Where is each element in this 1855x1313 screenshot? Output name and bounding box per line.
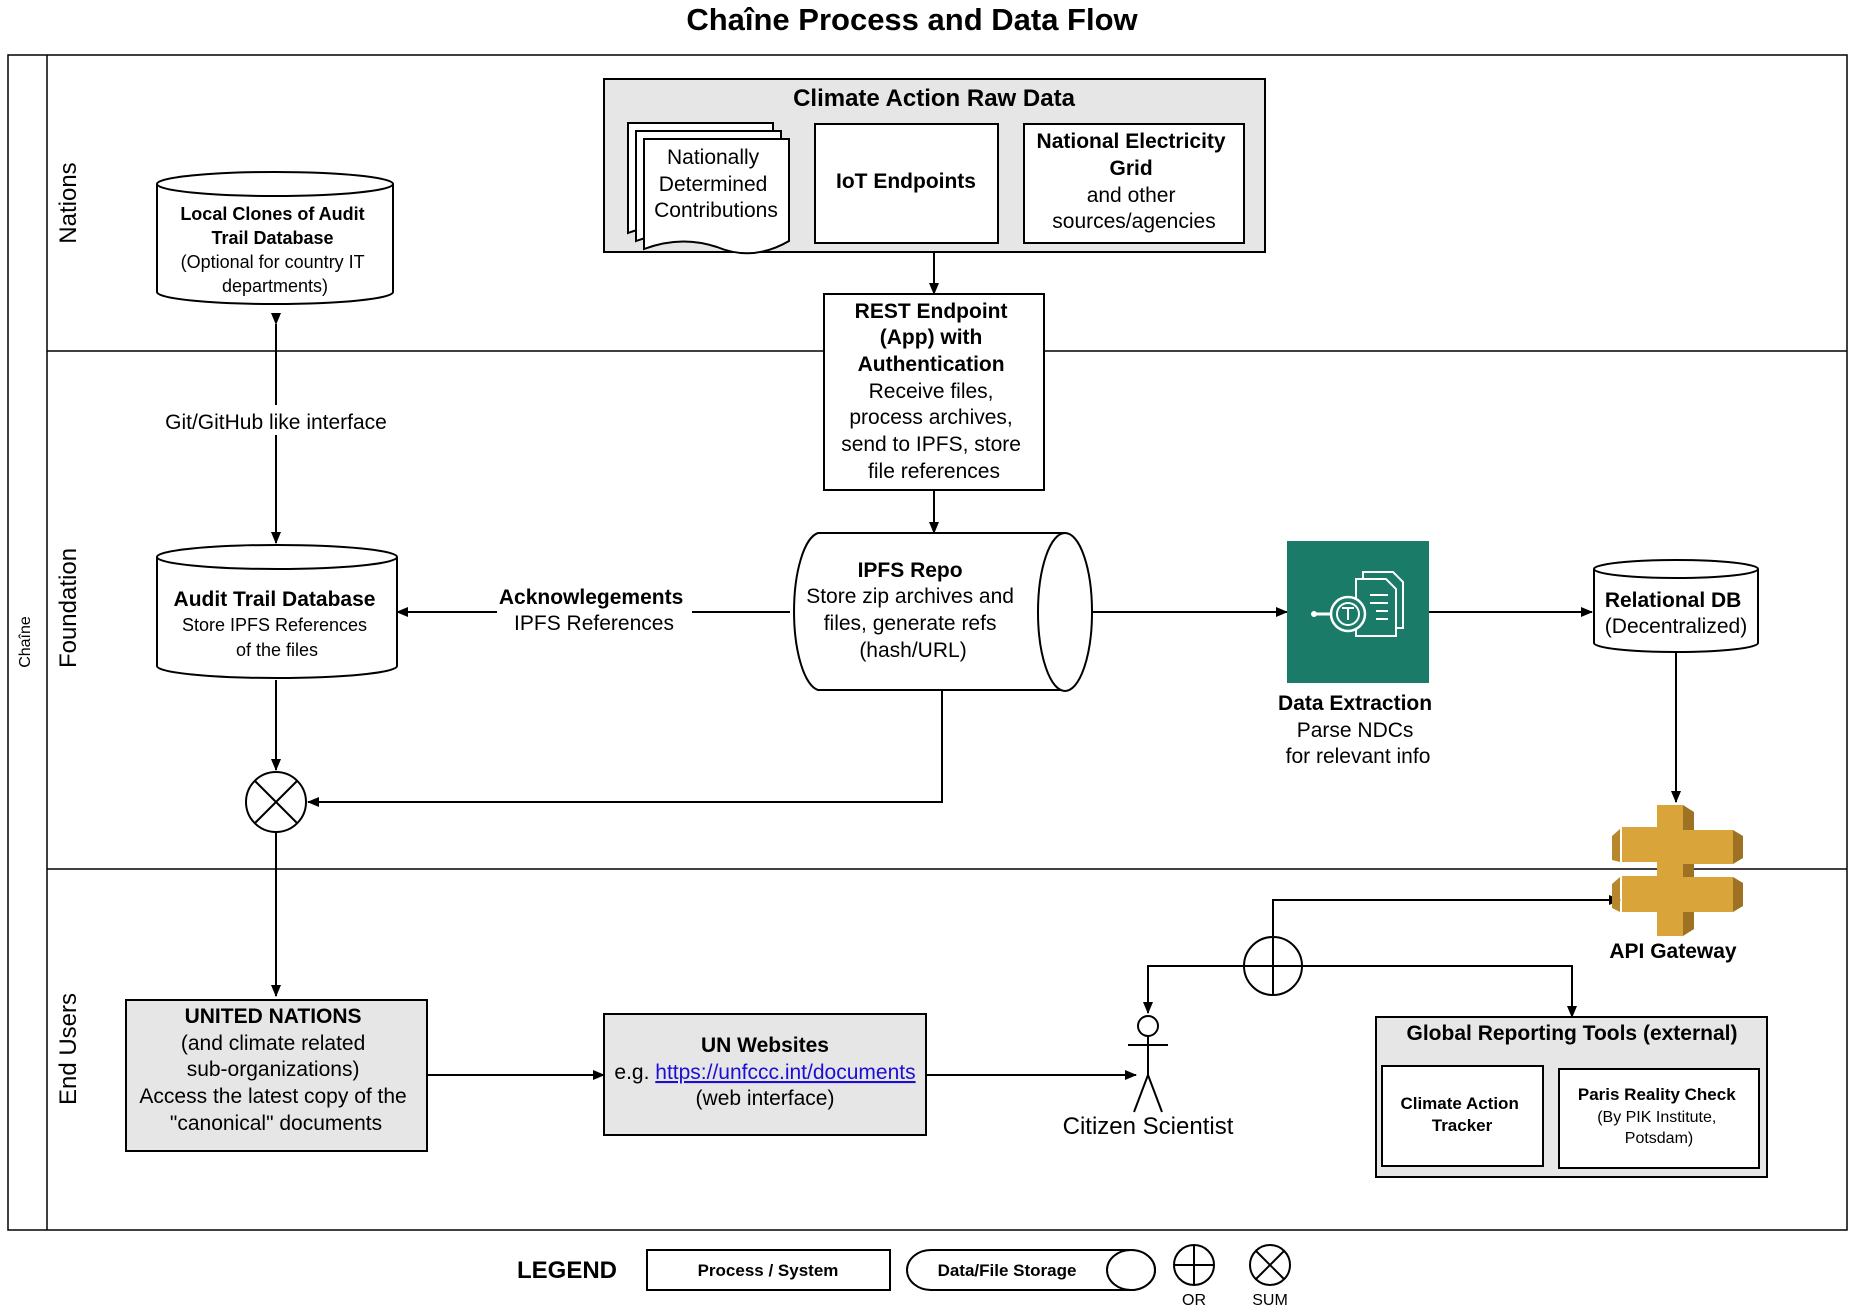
document-search-icon — [1287, 541, 1429, 683]
legend-or-label: OR — [1182, 1292, 1206, 1309]
git-label: Git/GitHub like interface — [165, 411, 387, 434]
raw-data-title: Climate Action Raw Data — [793, 85, 1075, 112]
local-clones-label: Local Clones of Audit Trail Database (Op… — [180, 204, 369, 296]
ndc-document-stack — [627, 122, 790, 255]
ipfs-label: IPFS Repo Store zip archives and files, … — [806, 559, 1020, 662]
legend-storage-swatch — [906, 1249, 1156, 1291]
legend-title: LEGEND — [517, 1257, 617, 1284]
connectors — [271, 252, 1681, 1080]
local-clones-db — [156, 171, 394, 305]
paris-reality-check-box — [1558, 1068, 1760, 1169]
citizen-scientist-label: Citizen Scientist — [1063, 1113, 1234, 1140]
pool-container — [7, 54, 1848, 1231]
rest-endpoint-box — [823, 293, 1045, 491]
legend-process-label: Process / System — [698, 1261, 839, 1280]
unfccc-documents-link[interactable]: https://unfccc.int/documents — [655, 1061, 915, 1084]
arrow-or-gateway — [1268, 895, 1621, 947]
relational-db-label: Relational DB (Decentralized) — [1605, 589, 1747, 638]
lane-label-foundation: Foundation — [55, 548, 82, 668]
iot-endpoints-box — [814, 123, 999, 244]
ndc-label: Nationally Determined Contributions — [654, 146, 778, 222]
climate-action-tracker-label: Climate Action Tracker — [1400, 1094, 1523, 1135]
raw-data-group: Climate Action Raw Data Nationally Deter… — [603, 78, 1266, 255]
legend: LEGEND Process / System Data/File Storag… — [517, 1244, 1291, 1309]
rest-endpoint-label: REST Endpoint (App) with Authentication … — [841, 300, 1027, 483]
api-gateway-label: API Gateway — [1609, 940, 1737, 963]
api-gateway-icon — [1612, 805, 1743, 936]
legend-storage-label: Data/File Storage — [938, 1261, 1077, 1280]
un-websites-title: UN Websites — [701, 1034, 829, 1057]
un-websites-link-line: e.g. https://unfccc.int/documents — [614, 1061, 915, 1084]
lane-label-nations: Nations — [55, 162, 82, 243]
iot-label: IoT Endpoints — [836, 170, 976, 193]
arrow-or-to-citizen — [1143, 965, 1244, 1014]
un-websites-box — [603, 1013, 927, 1136]
audit-trail-label: Audit Trail Database Store IPFS Referenc… — [174, 588, 381, 660]
legend-process-swatch — [646, 1249, 891, 1291]
sum-gateway-icon — [245, 771, 307, 833]
or-gateway-icon — [1243, 936, 1303, 996]
united-nations-box — [125, 999, 428, 1152]
global-tools-title: Global Reporting Tools (external) — [1407, 1022, 1738, 1045]
grid-label: National Electricity Grid and other sour… — [1037, 130, 1232, 233]
audit-trail-db — [156, 544, 398, 679]
paris-reality-check-label: Paris Reality Check (By PIK Institute, P… — [1578, 1085, 1740, 1147]
pool-label: Chaîne — [17, 616, 34, 668]
lane-label-end-users: End Users — [55, 993, 82, 1105]
arrow-ipfs-to-sum — [307, 690, 943, 807]
diagram-title: Chaîne Process and Data Flow — [686, 2, 1138, 37]
arrow-or-to-tools — [1302, 965, 1577, 1018]
climate-action-tracker-box — [1381, 1065, 1544, 1167]
united-nations-label: UNITED NATIONS (and climate related sub-… — [139, 1005, 412, 1135]
legend-sum-icon — [1249, 1244, 1291, 1286]
un-websites-sub: (web interface) — [696, 1087, 835, 1110]
grid-box — [1023, 123, 1245, 244]
git-label-bg — [158, 405, 394, 435]
citizen-scientist-icon — [1128, 1015, 1168, 1113]
relational-db — [1593, 559, 1759, 653]
ack-label: Acknowlegements IPFS References — [499, 586, 689, 635]
data-extraction-label: Data Extraction Parse NDCs for relevant … — [1278, 692, 1438, 768]
legend-sum-label: SUM — [1252, 1292, 1288, 1309]
legend-or-icon — [1173, 1244, 1215, 1286]
ipfs-repo-cylinder — [793, 532, 1093, 692]
